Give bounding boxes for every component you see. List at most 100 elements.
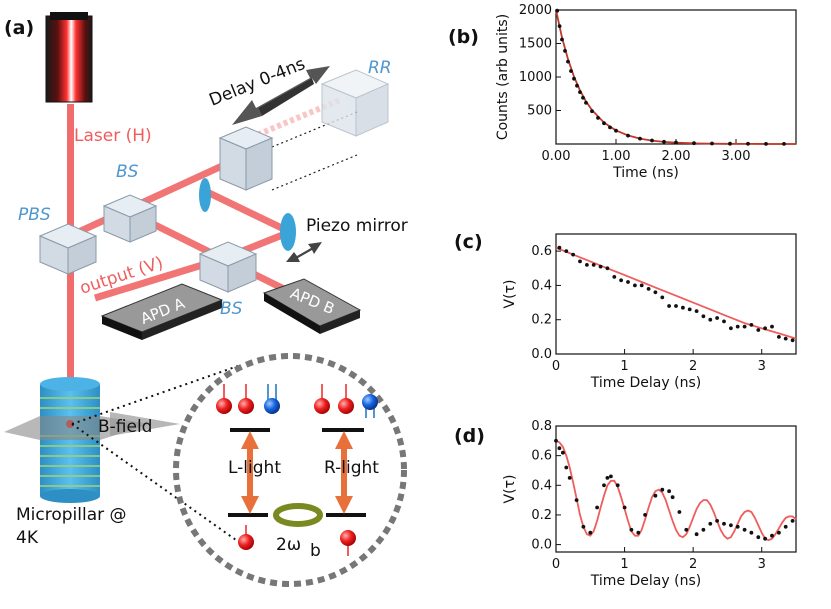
rr-label: RR bbox=[368, 58, 392, 78]
data-point bbox=[590, 109, 594, 114]
y-tick-label: 0.4 bbox=[531, 278, 552, 293]
data-point bbox=[650, 138, 654, 143]
y-axis-label: V(τ) bbox=[502, 280, 518, 309]
data-point bbox=[749, 530, 754, 535]
data-point bbox=[557, 24, 562, 28]
plot-frame bbox=[555, 233, 797, 355]
data-point bbox=[667, 489, 671, 494]
data-point bbox=[770, 533, 774, 538]
y-tick-label: 0.0 bbox=[531, 538, 552, 553]
x-tick-label: 0 bbox=[552, 359, 560, 374]
data-point bbox=[581, 95, 585, 100]
l-light-label: L-light bbox=[228, 458, 281, 478]
panel-c-label: (c) bbox=[454, 231, 483, 253]
x-tick-label: 1 bbox=[620, 359, 628, 374]
bs-top-label: BS bbox=[116, 162, 139, 182]
y-tick-label: 0.8 bbox=[531, 419, 552, 434]
precession-subscript: b bbox=[310, 541, 321, 561]
data-point bbox=[662, 139, 666, 144]
data-point bbox=[588, 530, 593, 535]
delay-label: Delay 0-4ns bbox=[206, 54, 308, 111]
data-point bbox=[636, 530, 641, 535]
data-point bbox=[729, 326, 733, 331]
panel-b-label: (b) bbox=[448, 26, 479, 48]
data-point bbox=[667, 304, 671, 308]
laser-source bbox=[45, 12, 93, 103]
x-tick-label: 2.00 bbox=[662, 149, 691, 164]
data-point bbox=[638, 136, 642, 141]
data-point bbox=[701, 314, 706, 319]
x-tick-label: 2 bbox=[689, 557, 697, 572]
piezo-arrow bbox=[286, 242, 322, 262]
x-tick-label: 0.00 bbox=[542, 149, 571, 164]
data-point bbox=[581, 524, 586, 529]
data-point bbox=[574, 498, 579, 502]
data-point bbox=[608, 125, 612, 130]
data-point bbox=[561, 450, 565, 455]
data-point bbox=[596, 116, 600, 120]
data-point bbox=[609, 474, 613, 479]
data-point bbox=[742, 324, 747, 329]
y-axis-label: V(τ) bbox=[502, 475, 518, 504]
data-point bbox=[735, 524, 740, 529]
data-point bbox=[710, 141, 714, 146]
data-point bbox=[715, 519, 719, 523]
data-point bbox=[643, 513, 647, 517]
piezo-label: Piezo mirror bbox=[306, 216, 408, 236]
data-point bbox=[674, 304, 678, 308]
y-tick-label: 1500 bbox=[519, 37, 552, 52]
data-point bbox=[783, 524, 788, 529]
inset-circle bbox=[173, 353, 407, 587]
bfield-plane bbox=[4, 412, 180, 440]
data-point bbox=[566, 59, 570, 64]
data-point bbox=[687, 307, 692, 312]
panel-a-label: (a) bbox=[4, 17, 34, 39]
data-point bbox=[729, 523, 733, 528]
data-point bbox=[742, 527, 747, 532]
data-point bbox=[564, 249, 569, 254]
x-axis-label: Time (ns) bbox=[612, 165, 679, 181]
data-point bbox=[569, 69, 573, 73]
data-point bbox=[571, 252, 575, 257]
x-tick-label: 2 bbox=[689, 359, 697, 374]
data-point bbox=[660, 295, 665, 300]
data-point bbox=[756, 328, 761, 332]
data-point bbox=[622, 505, 627, 510]
plot-frame bbox=[555, 425, 797, 553]
data-point bbox=[602, 121, 606, 126]
y-tick-label: 0.2 bbox=[531, 508, 552, 523]
data-point bbox=[749, 323, 754, 327]
data-point bbox=[585, 263, 589, 267]
data-point bbox=[614, 128, 618, 133]
cube-pbs bbox=[38, 223, 98, 275]
x-tick-label: 0 bbox=[552, 557, 560, 572]
data-point bbox=[619, 278, 623, 283]
fit-line bbox=[555, 246, 797, 340]
x-tick-label: 3.00 bbox=[722, 149, 751, 164]
apd-a: APD A bbox=[100, 283, 224, 340]
micropillar-label-line2: 4K bbox=[16, 528, 39, 548]
data-point bbox=[629, 527, 634, 532]
data-point bbox=[677, 510, 682, 514]
cube-retroreflector bbox=[320, 69, 390, 137]
y-tick-label: 2000 bbox=[519, 3, 552, 18]
data-point bbox=[777, 530, 781, 535]
data-point bbox=[639, 283, 644, 288]
fit-line bbox=[555, 9, 796, 145]
data-point bbox=[626, 280, 630, 284]
panel-d-label: (d) bbox=[454, 425, 485, 447]
y-tick-label: 0.4 bbox=[531, 478, 552, 493]
x-tick-label: 1.00 bbox=[602, 149, 631, 164]
y-axis-label: Counts (arb units) bbox=[495, 14, 511, 140]
x-tick-label: 3 bbox=[758, 359, 766, 374]
data-point bbox=[598, 264, 603, 269]
panel-a: (a) bbox=[4, 12, 408, 587]
y-tick-label: 0.0 bbox=[531, 347, 552, 362]
data-point bbox=[555, 8, 560, 13]
data-point bbox=[563, 49, 567, 53]
data-point bbox=[694, 309, 699, 313]
data-point bbox=[567, 476, 572, 480]
data-point bbox=[701, 527, 706, 532]
